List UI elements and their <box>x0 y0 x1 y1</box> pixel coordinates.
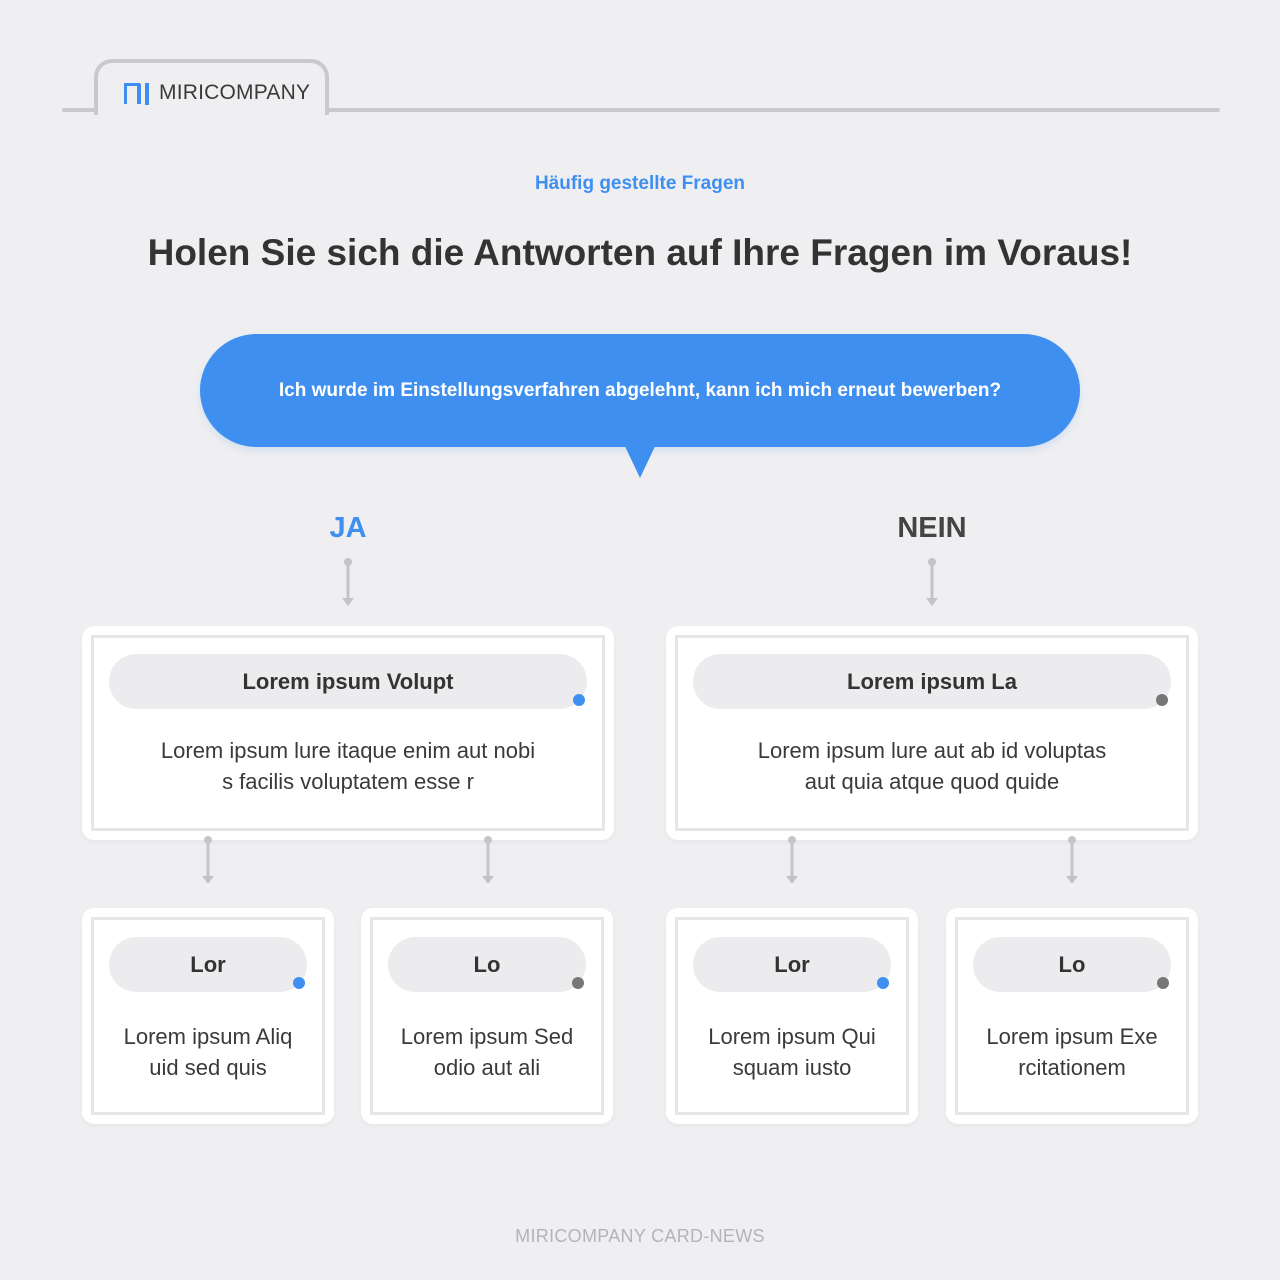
card-text-line: Lorem ipsum Aliq <box>123 1024 293 1049</box>
card-border <box>955 917 1189 1115</box>
card-heading: Lo <box>973 937 1171 992</box>
card-heading: Lor <box>693 937 891 992</box>
card-border <box>370 917 604 1115</box>
card-text-line: squam iusto <box>732 1055 852 1080</box>
card-text-line: Lorem ipsum lure itaque enim aut nobi <box>160 738 536 763</box>
arrow-down-icon <box>926 558 938 606</box>
mi-logo-icon <box>124 83 149 105</box>
page-subtitle: Häufig gestellte Fragen <box>534 173 746 194</box>
no-child-card-2: Lo Lorem ipsum Exe rcitationem <box>946 908 1198 1124</box>
arrow-down-icon <box>202 836 214 884</box>
branch-label-yes: JA <box>329 512 367 544</box>
card-text: Lorem ipsum lure itaque enim aut nobi s … <box>112 735 584 797</box>
card-border <box>91 635 605 831</box>
card-text-line: rcitationem <box>1018 1055 1126 1080</box>
card-border <box>675 917 909 1115</box>
footer-credit: MIRICOMPANY CARD-NEWS <box>515 1226 765 1246</box>
card-text-line: s facilis voluptatem esse r <box>222 769 474 794</box>
card-text-line: Lorem ipsum Exe <box>986 1024 1158 1049</box>
card-text-line: Lorem ipsum Sed <box>400 1024 574 1049</box>
brand-name: MIRICOMPANY <box>159 81 311 104</box>
status-dot <box>877 977 889 989</box>
branch-label-no: NEIN <box>897 512 967 544</box>
card-heading: Lorem ipsum Volupt <box>109 654 587 709</box>
yes-child-card-1: Lor Lorem ipsum Aliq uid sed quis <box>82 908 334 1124</box>
header-divider <box>62 108 1220 112</box>
no-child-card-1: Lor Lorem ipsum Qui squam iusto <box>666 908 918 1124</box>
status-dot <box>1157 977 1169 989</box>
card-text-line: Lorem ipsum lure aut ab id voluptas <box>757 738 1107 763</box>
arrow-down-icon <box>342 558 354 606</box>
page-title: Holen Sie sich die Antworten auf Ihre Fr… <box>147 232 1133 273</box>
card-heading: Lo <box>388 937 586 992</box>
yes-child-card-2: Lo Lorem ipsum Sed odio aut ali <box>361 908 613 1124</box>
question-text: Ich wurde im Einstellungsverfahren abgel… <box>278 379 1002 401</box>
yes-answer-card: Lorem ipsum Volupt Lorem ipsum lure itaq… <box>82 626 614 840</box>
card-text: Lorem ipsum Qui squam iusto <box>686 1021 898 1083</box>
status-dot <box>572 977 584 989</box>
status-dot <box>1156 694 1168 706</box>
card-text-line: odio aut ali <box>433 1055 541 1080</box>
card-text: Lorem ipsum Aliq uid sed quis <box>102 1021 314 1083</box>
card-heading: Lorem ipsum La <box>693 654 1171 709</box>
status-dot <box>293 977 305 989</box>
question-bubble: Ich wurde im Einstellungsverfahren abgel… <box>200 334 1080 447</box>
brand-tab <box>94 59 329 115</box>
card-text: Lorem ipsum Exe rcitationem <box>966 1021 1178 1083</box>
card-text-line: Lorem ipsum Qui <box>708 1024 876 1049</box>
card-text-line: aut quia atque quod quide <box>804 769 1060 794</box>
arrow-down-icon <box>1066 836 1078 884</box>
no-answer-card: Lorem ipsum La Lorem ipsum lure aut ab i… <box>666 626 1198 840</box>
card-border <box>675 635 1189 831</box>
status-dot <box>573 694 585 706</box>
card-border <box>91 917 325 1115</box>
card-text: Lorem ipsum Sed odio aut ali <box>381 1021 593 1083</box>
arrow-down-icon <box>482 836 494 884</box>
arrow-down-icon <box>786 836 798 884</box>
card-text: Lorem ipsum lure aut ab id voluptas aut … <box>696 735 1168 797</box>
card-heading: Lor <box>109 937 307 992</box>
bubble-tail <box>622 440 658 478</box>
card-text-line: uid sed quis <box>149 1055 267 1080</box>
